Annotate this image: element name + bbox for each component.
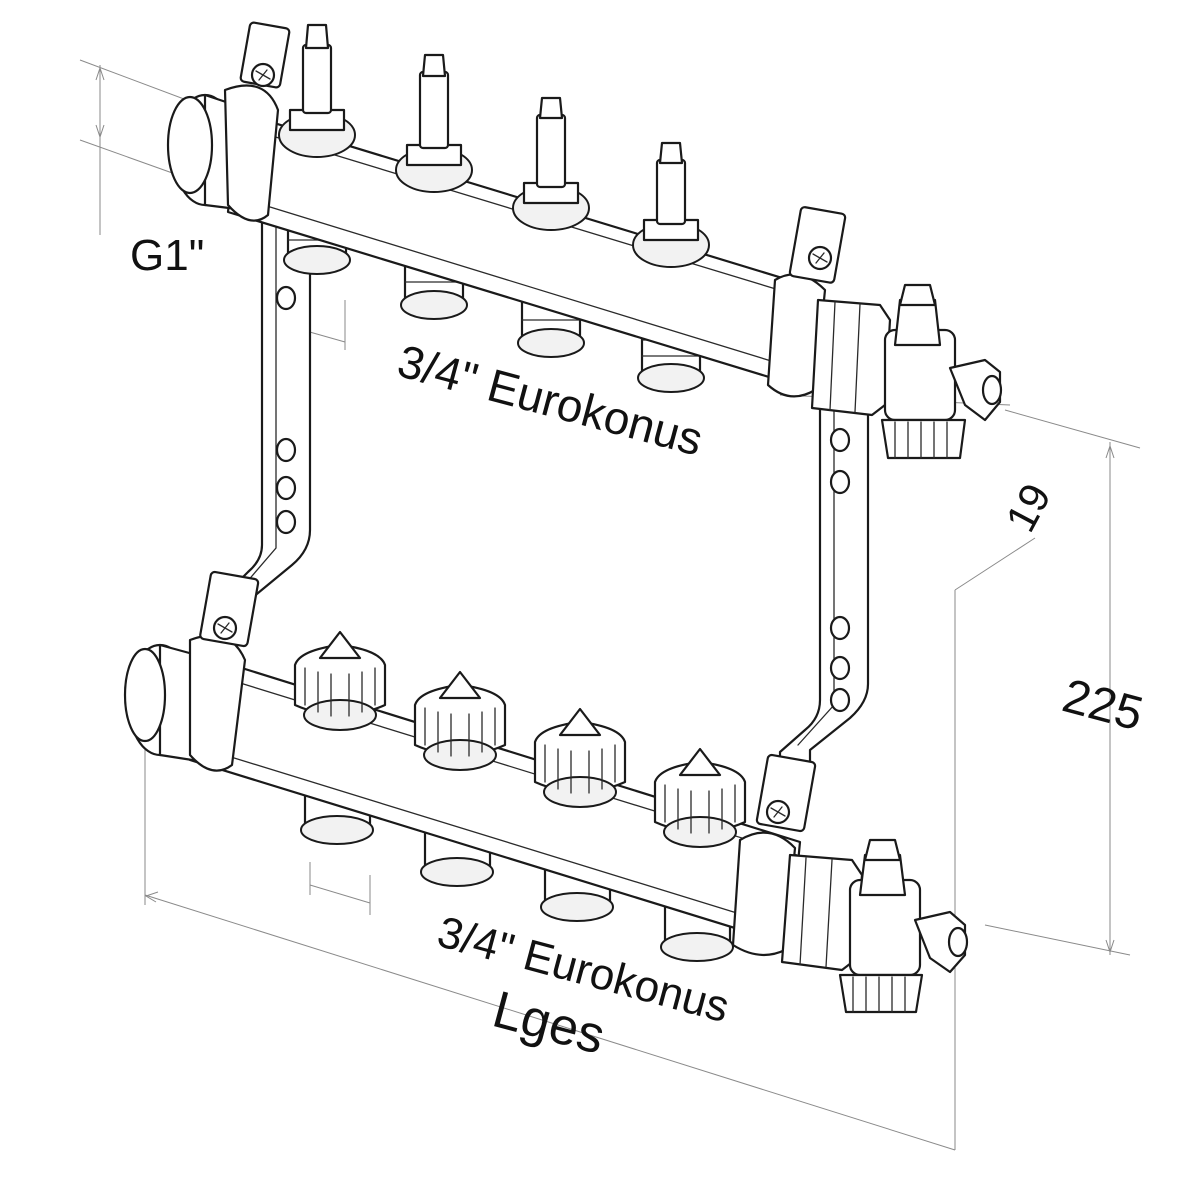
lower-cap <box>413 670 507 771</box>
upper-valve <box>632 141 710 268</box>
offset-dimension-label: 19 <box>996 476 1059 539</box>
upper-valve <box>395 53 473 193</box>
left-bracket <box>220 218 312 617</box>
lower-cap <box>653 747 747 848</box>
upper-valve <box>278 23 356 158</box>
inlet-thread-label: G1" <box>130 231 204 280</box>
upper-rail <box>166 21 1003 460</box>
rail-spacing-dimension-label: 225 <box>1057 669 1148 741</box>
lower-cap <box>533 707 627 808</box>
right-bracket <box>778 393 870 772</box>
lower-caps <box>293 630 747 848</box>
lower-cap <box>293 630 387 731</box>
upper-valves <box>278 23 710 268</box>
upper-valve <box>512 96 590 231</box>
